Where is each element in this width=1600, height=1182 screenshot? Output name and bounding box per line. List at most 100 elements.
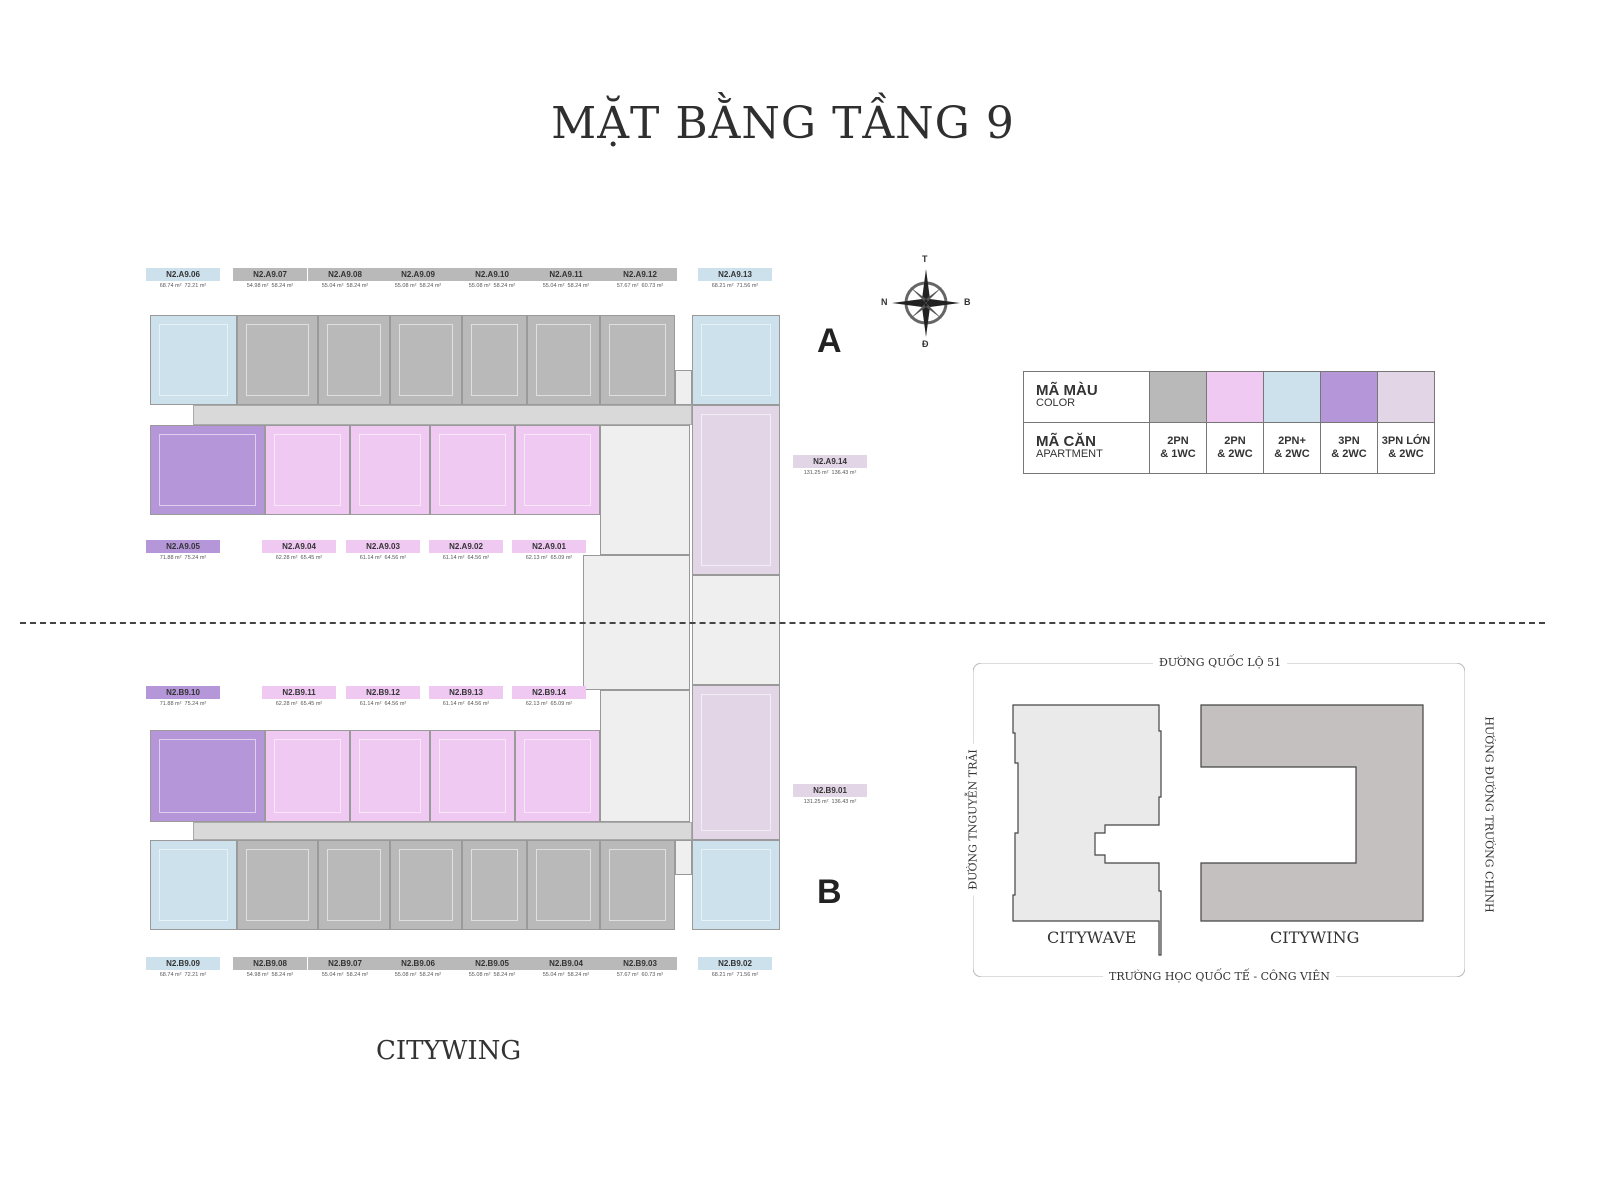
unit-area: 131.25 m² 136.43 m² <box>803 470 857 476</box>
compass-rose-icon <box>892 269 960 337</box>
unit-code: N2.A9.02 <box>429 540 503 553</box>
unit-area: 55.04 m² 58.24 m² <box>321 283 369 289</box>
apartment-unit <box>515 425 600 515</box>
legend-type: 2PN+& 2WC <box>1263 422 1321 474</box>
unit-area: 62.13 m² 65.09 m² <box>525 555 573 561</box>
legend-swatch-2pn-2wc <box>1206 371 1264 423</box>
unit-area: 62.28 m² 65.45 m² <box>275 555 323 561</box>
site-map: ĐƯỜNG QUỐC LỘ 51 ĐƯỜNG TNGUYỄN TRÃI HƯỚN… <box>966 656 1496 983</box>
compass-west: N <box>881 297 888 307</box>
unit-label: N2.A9.01 62.13 m² 65.09 m² <box>512 540 586 561</box>
apartment-unit <box>150 315 237 405</box>
wing-b-label: B <box>817 873 842 911</box>
road-top-label: ĐƯỜNG QUỐC LỘ 51 <box>1153 656 1288 669</box>
unit-area: 61.14 m² 64.56 m² <box>359 555 407 561</box>
apartment-unit <box>390 840 462 930</box>
unit-label: N2.B9.02 68.21 m² 71.56 m² <box>698 957 772 978</box>
unit-area: 57.67 m² 60.73 m² <box>616 283 664 289</box>
unit-area: 57.67 m² 60.73 m² <box>616 972 664 978</box>
unit-code: N2.A9.11 <box>529 268 603 281</box>
page-title: MẶT BẰNG TẦNG 9 <box>551 98 1015 149</box>
road-left-label: ĐƯỜNG TNGUYỄN TRÃI <box>966 743 980 896</box>
unit-area: 55.08 m² 58.24 m² <box>468 972 516 978</box>
apartment-unit <box>237 315 318 405</box>
legend-swatch-3pn-2wc <box>1320 371 1378 423</box>
legend-type: 2PN& 2WC <box>1206 422 1264 474</box>
apartment-unit <box>237 840 318 930</box>
unit-label: N2.B9.05 55.08 m² 58.24 m² <box>455 957 529 978</box>
unit-code: N2.B9.07 <box>308 957 382 970</box>
unit-label: N2.A9.14 131.25 m² 136.43 m² <box>793 455 867 476</box>
corridor-a <box>193 405 692 425</box>
apartment-unit <box>265 425 350 515</box>
apartment-unit <box>390 315 462 405</box>
unit-code: N2.B9.12 <box>346 686 420 699</box>
core-b <box>600 690 690 822</box>
unit-code: N2.A9.03 <box>346 540 420 553</box>
unit-code: N2.B9.04 <box>529 957 603 970</box>
unit-area: 61.14 m² 64.56 m² <box>442 701 490 707</box>
apartment-unit <box>527 315 600 405</box>
apartment-unit <box>350 425 430 515</box>
unit-code: N2.B9.09 <box>146 957 220 970</box>
unit-code: N2.B9.11 <box>262 686 336 699</box>
unit-code: N2.A9.09 <box>381 268 455 281</box>
unit-code: N2.A9.14 <box>793 455 867 468</box>
unit-area: 55.04 m² 58.24 m² <box>542 972 590 978</box>
stair-a <box>675 370 692 405</box>
unit-area: 61.14 m² 64.56 m² <box>442 555 490 561</box>
unit-code: N2.A9.12 <box>603 268 677 281</box>
unit-area: 54.98 m² 58.24 m² <box>246 972 294 978</box>
unit-area: 55.08 m² 58.24 m² <box>394 972 442 978</box>
unit-label: N2.B9.04 55.04 m² 58.24 m² <box>529 957 603 978</box>
unit-code: N2.B9.02 <box>698 957 772 970</box>
apartment-unit <box>462 840 527 930</box>
unit-code: N2.B9.10 <box>146 686 220 699</box>
apartment-unit <box>430 425 515 515</box>
unit-label: N2.B9.12 61.14 m² 64.56 m² <box>346 686 420 707</box>
unit-label: N2.B9.13 61.14 m² 64.56 m² <box>429 686 503 707</box>
unit-area: 61.14 m² 64.56 m² <box>359 701 407 707</box>
core-a <box>600 425 690 555</box>
unit-code: N2.A9.01 <box>512 540 586 553</box>
unit-area: 68.74 m² 72.21 m² <box>159 972 207 978</box>
citywave-footprint <box>1012 704 1162 956</box>
unit-label: N2.A9.04 62.28 m² 65.45 m² <box>262 540 336 561</box>
unit-code: N2.B9.13 <box>429 686 503 699</box>
unit-code: N2.A9.13 <box>698 268 772 281</box>
unit-label: N2.A9.02 61.14 m² 64.56 m² <box>429 540 503 561</box>
unit-area: 71.88 m² 75.24 m² <box>159 555 207 561</box>
citywave-label: CITYWAVE <box>1047 928 1137 947</box>
unit-label: N2.B9.09 68.74 m² 72.21 m² <box>146 957 220 978</box>
unit-code: N2.A9.08 <box>308 268 382 281</box>
unit-code: N2.B9.14 <box>512 686 586 699</box>
unit-area: 54.98 m² 58.24 m² <box>246 283 294 289</box>
unit-label: N2.B9.07 55.04 m² 58.24 m² <box>308 957 382 978</box>
unit-label: N2.A9.03 61.14 m² 64.56 m² <box>346 540 420 561</box>
unit-code: N2.B9.05 <box>455 957 529 970</box>
wing-a-label: A <box>817 322 842 360</box>
unit-area: 55.04 m² 58.24 m² <box>321 972 369 978</box>
road-bottom-label: TRƯỜNG HỌC QUỐC TẾ - CÔNG VIÊN <box>1103 970 1336 983</box>
compass-south: Đ <box>922 339 929 349</box>
unit-area: 68.21 m² 71.56 m² <box>711 972 759 978</box>
corridor-b <box>193 822 692 840</box>
link-units <box>692 575 780 685</box>
unit-code: N2.A9.04 <box>262 540 336 553</box>
unit-label: N2.A9.11 55.04 m² 58.24 m² <box>529 268 603 289</box>
apartment-unit <box>265 730 350 822</box>
unit-area: 55.04 m² 58.24 m² <box>542 283 590 289</box>
unit-area: 55.08 m² 58.24 m² <box>468 283 516 289</box>
apartment-unit <box>692 315 780 405</box>
site-map-outline <box>973 663 1465 977</box>
legend-swatch-2pn-plus-2wc <box>1263 371 1321 423</box>
apartment-unit <box>692 840 780 930</box>
